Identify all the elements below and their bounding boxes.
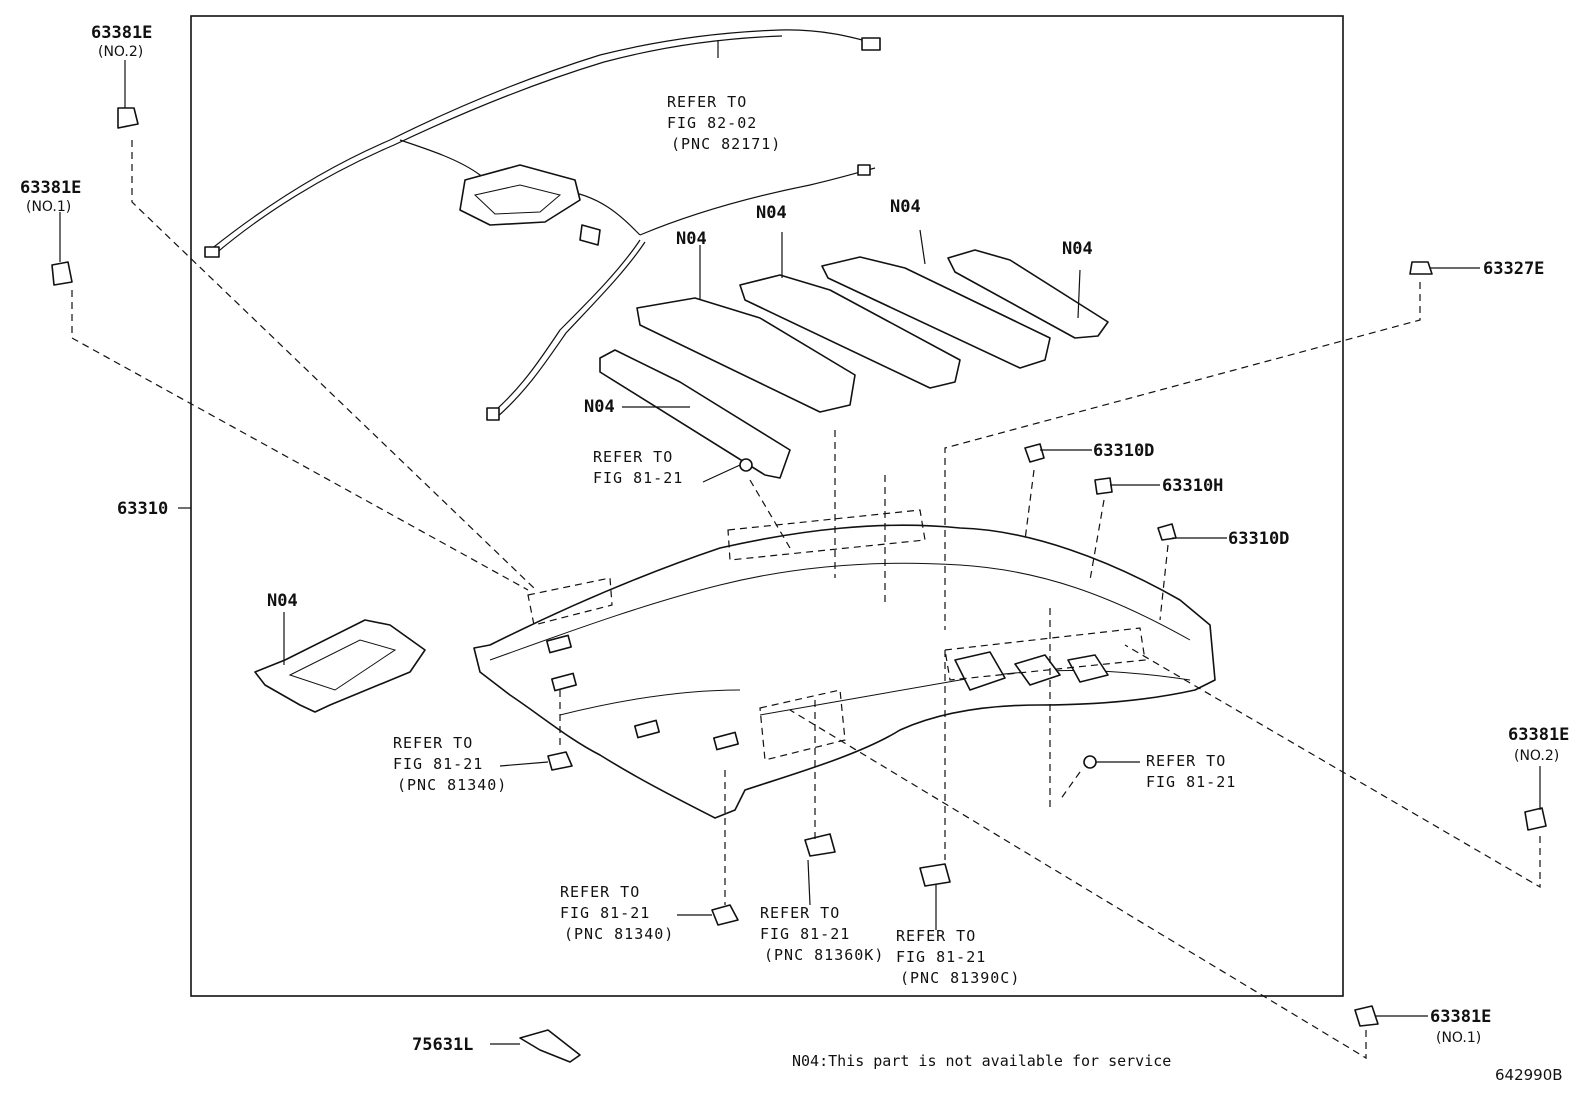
svg-text:(PNC 81390C): (PNC 81390C) xyxy=(900,969,1020,987)
label-63310h: 63310H xyxy=(1162,476,1223,496)
label-63310: 63310 xyxy=(117,499,168,519)
svg-text:(PNC 81340): (PNC 81340) xyxy=(564,925,674,943)
label-n04: N04 xyxy=(756,203,787,223)
label-n04: N04 xyxy=(584,397,615,417)
n04-pad-4[interactable] xyxy=(947,249,1109,339)
clip-63381e-no1-bottom[interactable] xyxy=(1354,1005,1379,1027)
screw-81-21-top[interactable] xyxy=(739,458,753,472)
ref-fig-81-21-81360k: REFER TO FIG 81-21 (PNC 81360K) xyxy=(760,904,884,964)
ref-fig-81-21-bottom-left: REFER TO FIG 81-21 (PNC 81340) xyxy=(560,883,674,943)
label-n04: N04 xyxy=(890,197,921,217)
ref-fig-81-21-81390c: REFER TO FIG 81-21 (PNC 81390C) xyxy=(896,927,1020,987)
label-63381e-right-sub: (NO.2) xyxy=(1514,748,1559,764)
label-63381e-right: 63381E xyxy=(1508,725,1569,745)
n04-pad-5[interactable] xyxy=(599,349,791,479)
svg-text:FIG 81-21: FIG 81-21 xyxy=(560,904,650,922)
svg-text:FIG 81-21: FIG 81-21 xyxy=(760,925,850,943)
label-63381e-bottom: 63381E xyxy=(1430,1007,1491,1027)
dashed-connectors xyxy=(71,140,1541,1060)
svg-text:(PNC 81340): (PNC 81340) xyxy=(397,776,507,794)
lamp-81360k[interactable] xyxy=(804,833,836,857)
label-63327e: 63327E xyxy=(1483,259,1544,279)
label-75631l: 75631L xyxy=(412,1035,473,1055)
n04-bracket[interactable] xyxy=(254,619,426,713)
leader-lines xyxy=(59,40,1541,1045)
label-63381e-left-sub: (NO.1) xyxy=(26,199,71,215)
lamp-81390c[interactable] xyxy=(919,863,951,887)
svg-text:REFER TO: REFER TO xyxy=(667,93,747,111)
label-63381e-bottom-sub: (NO.1) xyxy=(1436,1030,1481,1046)
figure-code: 642990B xyxy=(1495,1066,1563,1084)
label-n04: N04 xyxy=(676,229,707,249)
svg-text:FIG 81-21: FIG 81-21 xyxy=(896,948,986,966)
label-63381e-left: 63381E xyxy=(20,178,81,198)
svg-text:FIG 82-02: FIG 82-02 xyxy=(667,114,757,132)
label-63381e-top-sub: (NO.2) xyxy=(98,44,143,60)
label-63310d-a: 63310D xyxy=(1093,441,1154,461)
svg-text:FIG 81-21: FIG 81-21 xyxy=(1146,773,1236,791)
wire-harness[interactable] xyxy=(204,29,881,421)
clip-63310h[interactable] xyxy=(1094,477,1113,495)
lamp-81340-left[interactable] xyxy=(547,751,573,771)
ref-fig-81-21-left: REFER TO FIG 81-21 (PNC 81340) xyxy=(393,734,507,794)
part-75631l[interactable] xyxy=(519,1029,581,1063)
ref-fig-82-02: REFER TO FIG 82-02 (PNC 82171) xyxy=(667,93,781,153)
n04-pad-1[interactable] xyxy=(636,297,856,413)
svg-text:(PNC 81360K): (PNC 81360K) xyxy=(764,946,884,964)
ref-fig-81-21-top: REFER TO FIG 81-21 xyxy=(593,448,683,487)
n04-pad-3[interactable] xyxy=(821,256,1051,369)
svg-text:(PNC 82171): (PNC 82171) xyxy=(671,135,781,153)
svg-text:REFER TO: REFER TO xyxy=(593,448,673,466)
svg-text:FIG 81-21: FIG 81-21 xyxy=(593,469,683,487)
diagram-frame xyxy=(190,15,1344,997)
clip-63327e[interactable] xyxy=(1409,261,1433,275)
footer-note: N04:This part is not available for servi… xyxy=(792,1052,1171,1070)
svg-text:REFER TO: REFER TO xyxy=(1146,752,1226,770)
clip-63310d-a[interactable] xyxy=(1024,443,1045,463)
ref-fig-81-21-right: REFER TO FIG 81-21 xyxy=(1146,752,1236,791)
label-n04: N04 xyxy=(1062,239,1093,259)
svg-text:REFER TO: REFER TO xyxy=(760,904,840,922)
lamp-81340-bottom[interactable] xyxy=(711,904,739,926)
svg-text:REFER TO: REFER TO xyxy=(896,927,976,945)
svg-text:REFER TO: REFER TO xyxy=(560,883,640,901)
svg-text:FIG 81-21: FIG 81-21 xyxy=(393,755,483,773)
screw-81-21-right[interactable] xyxy=(1083,755,1097,769)
label-63381e-top: 63381E xyxy=(91,23,152,43)
clip-63381e-no2-top[interactable] xyxy=(117,107,139,129)
label-n04: N04 xyxy=(267,591,298,611)
n04-pad-2[interactable] xyxy=(739,274,961,389)
clip-63381e-no1-left[interactable] xyxy=(51,261,73,286)
headliner-63310[interactable] xyxy=(473,524,1216,819)
label-63310d-b: 63310D xyxy=(1228,529,1289,549)
clip-63381e-no2-right[interactable] xyxy=(1524,807,1547,831)
svg-text:REFER TO: REFER TO xyxy=(393,734,473,752)
